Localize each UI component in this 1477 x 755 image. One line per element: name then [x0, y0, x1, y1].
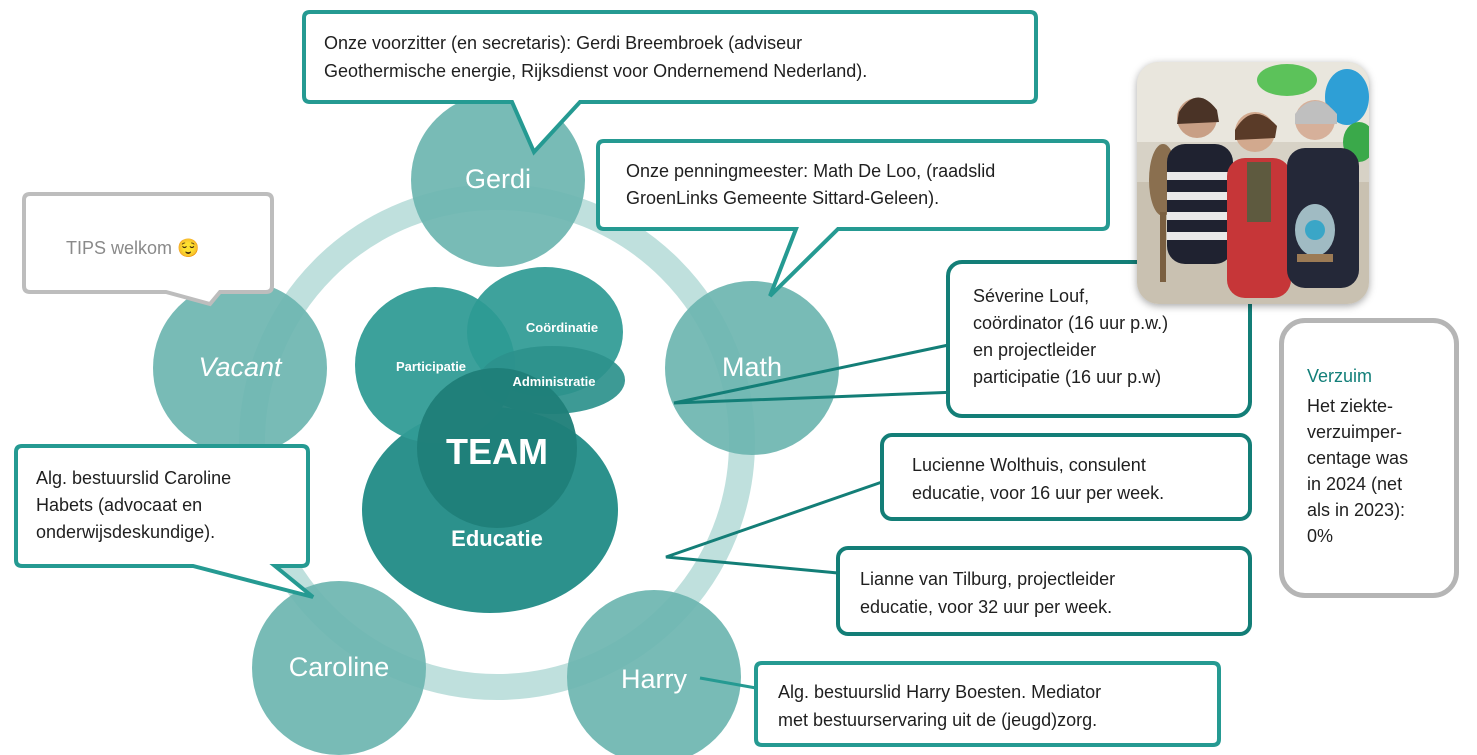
callout-harry-line: Alg. bestuurslid Harry Boesten. Mediator — [778, 682, 1102, 702]
callout-math-text: Onze penningmeester: Math De Loo, (raads… — [626, 158, 995, 212]
callout-tips-shape — [22, 192, 274, 307]
callout-caroline-shape — [14, 444, 315, 599]
callout-caroline-text: Alg. bestuurslid Caroline Habets (advoca… — [36, 465, 231, 546]
callout-caroline-line: Alg. bestuurslid Caroline — [36, 468, 232, 488]
callout-math-shape — [596, 139, 1110, 298]
callout-math-line: Onze penningmeester: Math De Loo, (raads… — [626, 161, 996, 181]
callout-severine-line: coördinator (16 uur p.w.) — [973, 313, 1169, 333]
callout-lucienne-line: Lucienne Wolthuis, consulent — [912, 455, 1146, 475]
callout-lucienne-shape — [880, 433, 1252, 521]
circle-caroline — [252, 581, 426, 755]
verzuim-body: Het ziekte- verzuimper- centage was in 2… — [1307, 393, 1408, 549]
callout-lianne-line: Lianne van Tilburg, projectleider — [860, 569, 1116, 589]
circle-vacant — [153, 281, 327, 455]
callout-tips-text: TIPS welkom 😌 — [66, 238, 200, 258]
team-photo-image — [1137, 62, 1369, 304]
callout-gerdi-line: Geothermische energie, Rijksdienst voor … — [324, 61, 868, 81]
label-vacant: Vacant — [198, 352, 282, 382]
callout-severine-line: participatie (16 uur p.w) — [973, 367, 1162, 387]
label-educatie: Educatie — [451, 526, 543, 551]
verzuim-title: Verzuim — [1307, 366, 1373, 386]
callout-harry-line: met bestuurservaring uit de (jeugd)zorg. — [778, 710, 1098, 730]
label-caroline: Caroline — [288, 652, 390, 682]
callout-severine-line: en projectleider — [973, 340, 1097, 360]
callout-harry-shape — [754, 661, 1221, 747]
team-photo — [1137, 62, 1369, 304]
callout-lucienne-text: Lucienne Wolthuis, consulent educatie, v… — [912, 451, 1164, 507]
connector-severine — [673, 341, 959, 405]
callout-caroline-line: onderwijsdeskundige). — [36, 522, 216, 542]
callout-lianne-text: Lianne van Tilburg, projectleider educat… — [860, 565, 1115, 621]
callout-severine-text: Séverine Louf, coördinator (16 uur p.w.)… — [973, 283, 1168, 391]
label-gerdi: Gerdi — [464, 164, 532, 194]
circle-team — [417, 368, 577, 528]
callout-gerdi-shape — [302, 10, 1038, 156]
callout-lianne-shape — [836, 546, 1252, 636]
callout-lianne-line: educatie, voor 32 uur per week. — [860, 597, 1113, 617]
verzuim-line: 0% — [1307, 526, 1334, 546]
callout-caroline-line: Habets (advocaat en — [36, 495, 203, 515]
verzuim-line: Het ziekte- — [1307, 396, 1394, 416]
circle-math — [665, 281, 839, 455]
callout-lucienne-line: educatie, voor 16 uur per week. — [912, 483, 1165, 503]
callout-math-line: GroenLinks Gemeente Sittard-Geleen). — [626, 188, 940, 208]
callout-harry-text: Alg. bestuurslid Harry Boesten. Mediator… — [778, 678, 1101, 734]
verzuim-line: centage was — [1307, 448, 1409, 468]
label-administratie: Administratie — [512, 374, 596, 389]
verzuim-box: Verzuim Het ziekte- verzuimper- centage … — [1279, 318, 1459, 598]
label-harry: Harry — [621, 664, 687, 694]
callout-severine-line: Séverine Louf, — [973, 286, 1090, 306]
label-participatie: Participatie — [395, 359, 467, 374]
callout-gerdi-text: Onze voorzitter (en secretaris): Gerdi B… — [324, 29, 867, 85]
circle-harry — [567, 590, 741, 755]
label-math: Math — [721, 352, 783, 382]
callout-gerdi-line: Onze voorzitter (en secretaris): Gerdi B… — [324, 33, 803, 53]
verzuim-line: in 2024 (net — [1307, 474, 1403, 494]
verzuim-line: als in 2023): — [1307, 500, 1406, 520]
label-team: TEAM — [446, 431, 548, 472]
label-coordinatie: Coördinatie — [525, 320, 599, 335]
connector-harry — [699, 676, 757, 690]
connector-educatie — [665, 480, 883, 575]
verzuim-line: verzuimper- — [1307, 422, 1403, 442]
